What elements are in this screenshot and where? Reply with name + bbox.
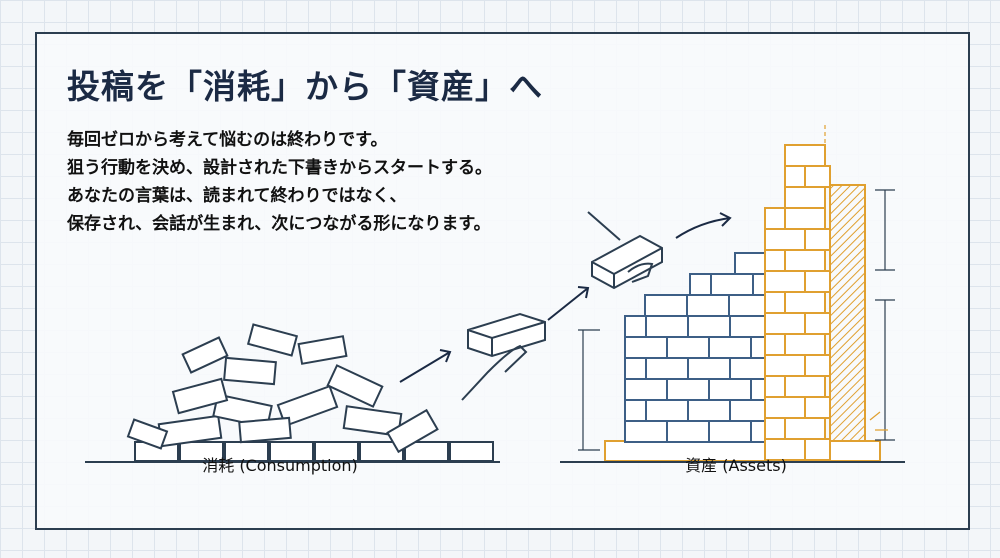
rubble-brick: [246, 323, 299, 357]
blue-brick: [708, 378, 752, 401]
body-line: 保存され、会話が生まれ、次につながる形になります。: [67, 214, 491, 234]
blue-brick: [624, 420, 668, 443]
orange-brick: [764, 291, 786, 314]
orange-brick: [764, 228, 806, 251]
body-line: 毎回ゼロから考えて悩むのは終わりです。: [67, 130, 388, 150]
blue-brick: [666, 378, 710, 401]
rubble-brick: [449, 441, 494, 462]
orange-brick: [784, 375, 826, 398]
blue-brick: [624, 315, 647, 338]
blue-brick: [686, 294, 730, 317]
blue-brick: [708, 420, 752, 443]
blue-brick: [708, 336, 752, 359]
blue-brick: [710, 273, 754, 296]
arrow-icon: [399, 212, 732, 383]
orange-brick: [764, 417, 786, 440]
hand-holding-brick-icon: [461, 211, 663, 401]
orange-brick: [784, 144, 826, 167]
rubble-brick: [126, 418, 169, 450]
body-text: 毎回ゼロから考えて悩むのは終わりです。 狙う行動を決め、設計された下書きからスタ…: [67, 126, 492, 238]
brick-wall: [604, 144, 881, 462]
blue-brick: [666, 420, 710, 443]
blue-brick: [624, 399, 647, 422]
orange-brick: [804, 270, 831, 293]
body-line: あなたの言葉は、読まれて終わりではなく、: [67, 186, 407, 206]
page-title: 投稿を「消耗」から「資産」へ: [67, 67, 543, 106]
orange-brick: [784, 186, 826, 209]
orange-brick: [784, 291, 826, 314]
orange-brick: [764, 249, 786, 272]
rubble-brick: [326, 364, 384, 408]
orange-brick: [784, 165, 806, 188]
orange-brick: [804, 228, 831, 251]
blue-brick: [687, 357, 731, 380]
blue-brick: [645, 399, 689, 422]
rubble-brick: [171, 377, 229, 415]
rubble-brick: [238, 416, 292, 444]
blue-brick: [689, 273, 712, 296]
blue-brick: [624, 378, 668, 401]
rubble-brick: [297, 335, 348, 365]
blue-brick: [624, 357, 647, 380]
orange-brick: [764, 396, 806, 419]
blue-brick: [645, 315, 689, 338]
orange-brick: [764, 270, 806, 293]
body-line: 狙う行動を決め、設計された下書きからスタートする。: [67, 158, 492, 178]
orange-brick: [784, 333, 826, 356]
orange-brick: [784, 249, 826, 272]
rubble-brick: [276, 384, 339, 428]
blue-brick: [644, 294, 688, 317]
orange-brick: [764, 207, 786, 230]
caption-assets: 資産 (Assets): [685, 456, 787, 475]
blue-brick: [666, 336, 710, 359]
rubble-pile: [126, 323, 494, 462]
blue-brick: [687, 315, 731, 338]
rubble-brick: [181, 336, 229, 374]
orange-brick: [784, 207, 826, 230]
orange-brick: [764, 354, 806, 377]
blue-brick: [687, 399, 731, 422]
orange-brick: [804, 438, 831, 461]
orange-brick: [764, 312, 806, 335]
blue-brick: [728, 294, 771, 317]
dimension-lines: [578, 125, 895, 451]
orange-brick: [784, 417, 826, 440]
rubble-brick: [223, 356, 277, 386]
orange-brick: [804, 396, 831, 419]
caption-consumption: 消耗 (Consumption): [202, 456, 358, 475]
blue-brick: [624, 336, 668, 359]
rubble-brick: [386, 408, 439, 454]
hatched-column: [829, 184, 866, 442]
orange-brick: [804, 354, 831, 377]
orange-brick: [764, 333, 786, 356]
blue-brick: [645, 357, 689, 380]
orange-brick: [804, 312, 831, 335]
orange-brick: [764, 375, 786, 398]
orange-brick: [804, 165, 831, 188]
